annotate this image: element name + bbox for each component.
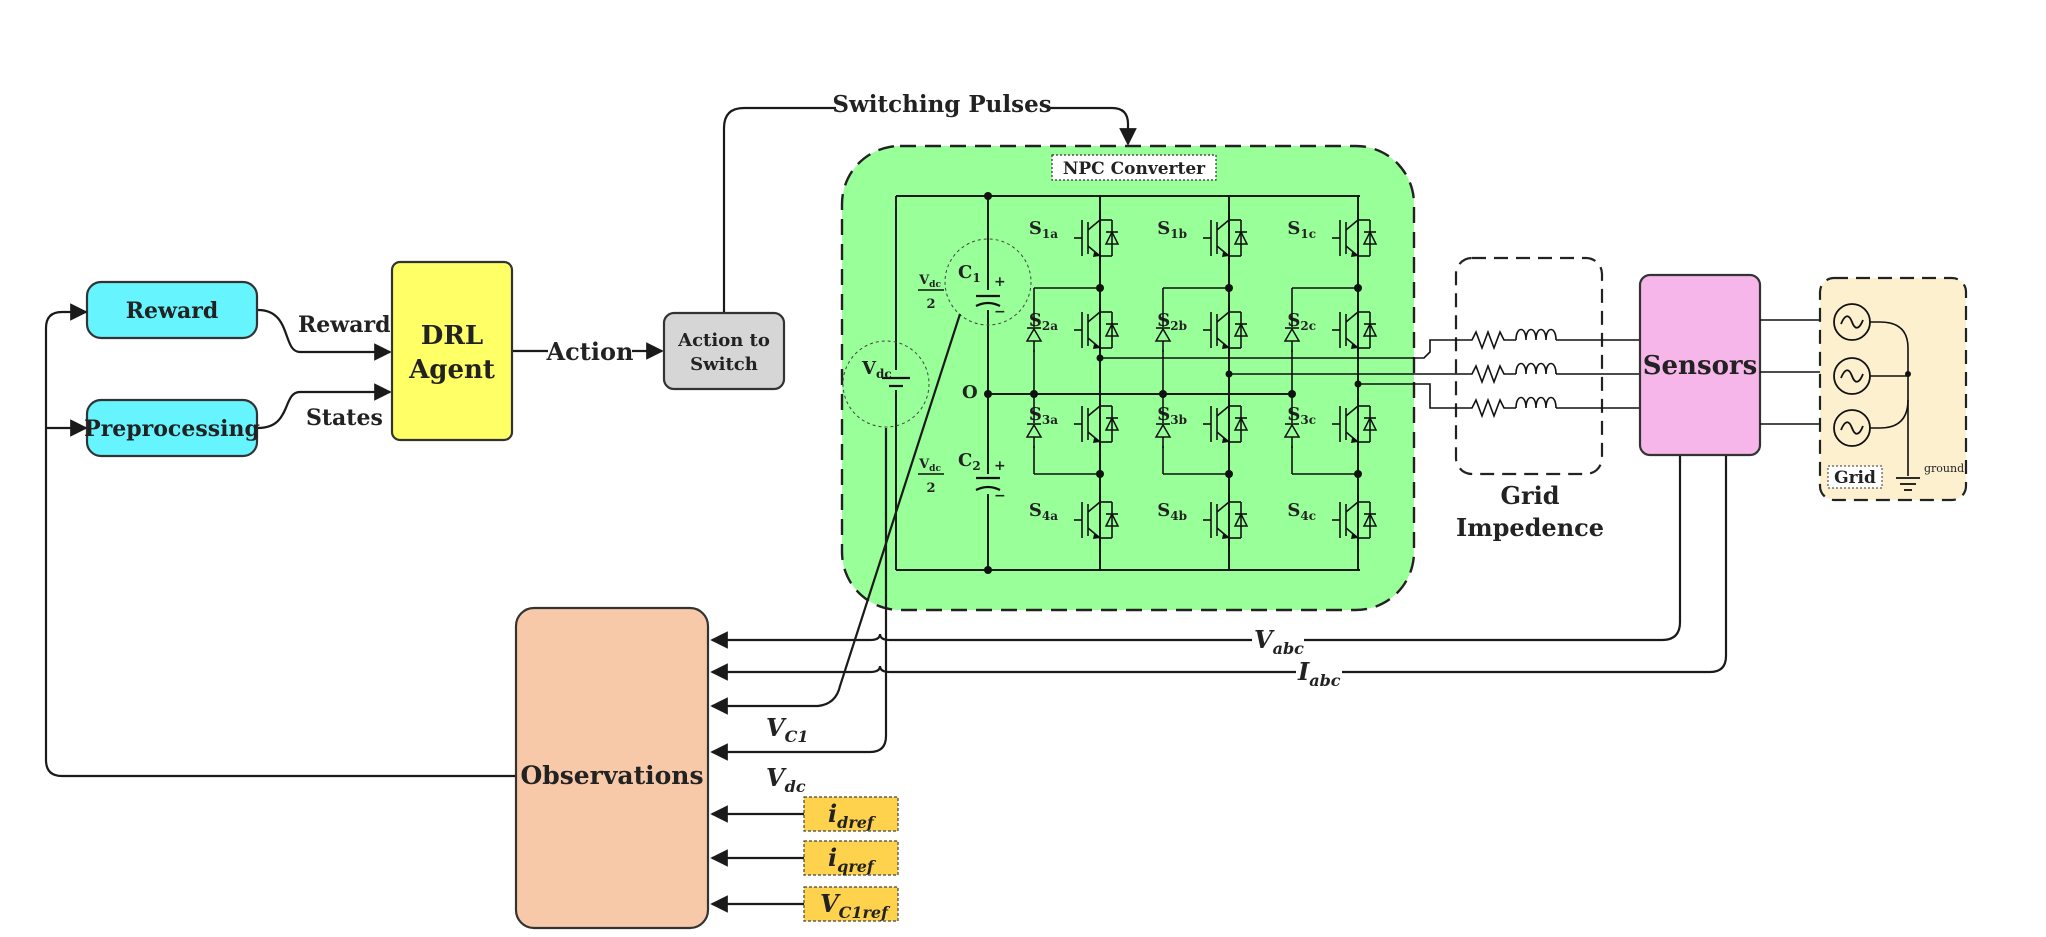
observations-label: Observations xyxy=(520,761,703,790)
switch-label-4a: S4a xyxy=(1029,500,1058,523)
action-to-switch-label-line2: Switch xyxy=(690,354,758,375)
grid-impedance-block: Grid Impedence xyxy=(1454,256,1640,542)
vc1ref-input: VC1ref xyxy=(803,886,899,922)
reward-signal-label: Reward xyxy=(298,312,390,338)
switching-pulses-label: Switching Pulses xyxy=(832,91,1051,118)
reward-to-agent-arrow xyxy=(257,308,392,361)
sensors-label: Sensors xyxy=(1643,351,1758,381)
preprocessing-block: Preprocessing xyxy=(84,398,260,458)
switch-label-3c: S3c xyxy=(1287,404,1316,427)
observations-block: Observations xyxy=(514,606,710,930)
npc-converter-label: NPC Converter xyxy=(1063,159,1206,179)
v-c1-label: VC1 xyxy=(766,713,809,746)
iqref-input: iqref xyxy=(803,840,899,876)
grid-impedance-label-line2: Impedence xyxy=(1456,513,1604,542)
switch-label-4b: S4b xyxy=(1157,500,1187,523)
i-abc-arrow xyxy=(710,456,1728,681)
grid-label: Grid xyxy=(1834,468,1876,488)
switch-label-2a: S2a xyxy=(1029,310,1058,333)
action-signal-label: Action xyxy=(546,337,634,366)
vc1ref-label: VC1ref xyxy=(820,889,891,922)
c1-plus: + xyxy=(994,274,1006,290)
vdc-measure-circle xyxy=(842,340,930,428)
states-signal-label: States xyxy=(306,405,383,431)
phase-c-wire xyxy=(1358,383,1464,409)
idref-input: idref xyxy=(803,796,899,832)
c2-plus: + xyxy=(994,458,1006,474)
states-to-agent-arrow xyxy=(257,383,392,430)
c1-minus: − xyxy=(994,304,1006,320)
c2-label: C2 xyxy=(958,450,981,473)
svg-text:2: 2 xyxy=(926,481,935,496)
svg-text:Vdc: Vdc xyxy=(918,273,941,290)
sensors-block: Sensors xyxy=(1638,273,1762,457)
switch-label-1c: S1c xyxy=(1287,218,1316,241)
vdc-source-label: Vdc xyxy=(861,358,892,381)
reward-block-label: Reward xyxy=(126,298,218,324)
grid-impedance-label-line1: Grid xyxy=(1500,481,1559,510)
phase-a-wire xyxy=(1100,339,1464,359)
neutral-point-label: O xyxy=(962,382,978,403)
switch-label-1a: S1a xyxy=(1029,218,1058,241)
phase-leg-b: S1bS2bS3bS4b xyxy=(1155,196,1248,570)
grid-block: Grid ground xyxy=(1818,276,1968,502)
iqref-label: iqref xyxy=(828,843,877,876)
npc-converter-block: NPC Converter Vdc + − C1 Vdc 2 + xyxy=(840,144,1416,612)
v-dc-arrow xyxy=(710,428,888,761)
v-abc-arrow xyxy=(710,456,1682,649)
c1-vdc-fraction: Vdc 2 xyxy=(918,273,944,312)
switch-label-3a: S3a xyxy=(1029,404,1058,427)
drl-agent-label-line2: Agent xyxy=(408,355,495,385)
switch-label-4c: S4c xyxy=(1287,500,1316,523)
action-to-switch-block: Action to Switch xyxy=(662,311,786,391)
preprocessing-block-label: Preprocessing xyxy=(84,416,260,442)
ground-label: ground xyxy=(1924,462,1964,475)
c2-minus: − xyxy=(994,488,1006,504)
observations-to-reward-arrow xyxy=(44,303,516,778)
c2-vdc-fraction: Vdc 2 xyxy=(918,457,944,496)
idref-label: idref xyxy=(828,799,877,832)
switch-label-1b: S1b xyxy=(1157,218,1187,241)
switch-label-2c: S2c xyxy=(1287,310,1316,333)
v-abc-label: Vabc xyxy=(1254,625,1304,658)
i-abc-label: Iabc xyxy=(1297,657,1341,690)
action-to-switch-label-line1: Action to xyxy=(677,330,770,351)
v-dc-label: Vdc xyxy=(766,763,806,796)
drl-agent-label-line1: DRL xyxy=(421,321,483,351)
vc1-measure-circle xyxy=(944,238,1032,326)
v-c1-arrow xyxy=(710,313,962,715)
reward-block: Reward xyxy=(85,280,259,340)
svg-text:2: 2 xyxy=(926,297,935,312)
svg-text:Vdc: Vdc xyxy=(918,457,941,474)
drl-agent-block: DRL Agent xyxy=(390,260,514,442)
c1-label: C1 xyxy=(958,262,981,285)
